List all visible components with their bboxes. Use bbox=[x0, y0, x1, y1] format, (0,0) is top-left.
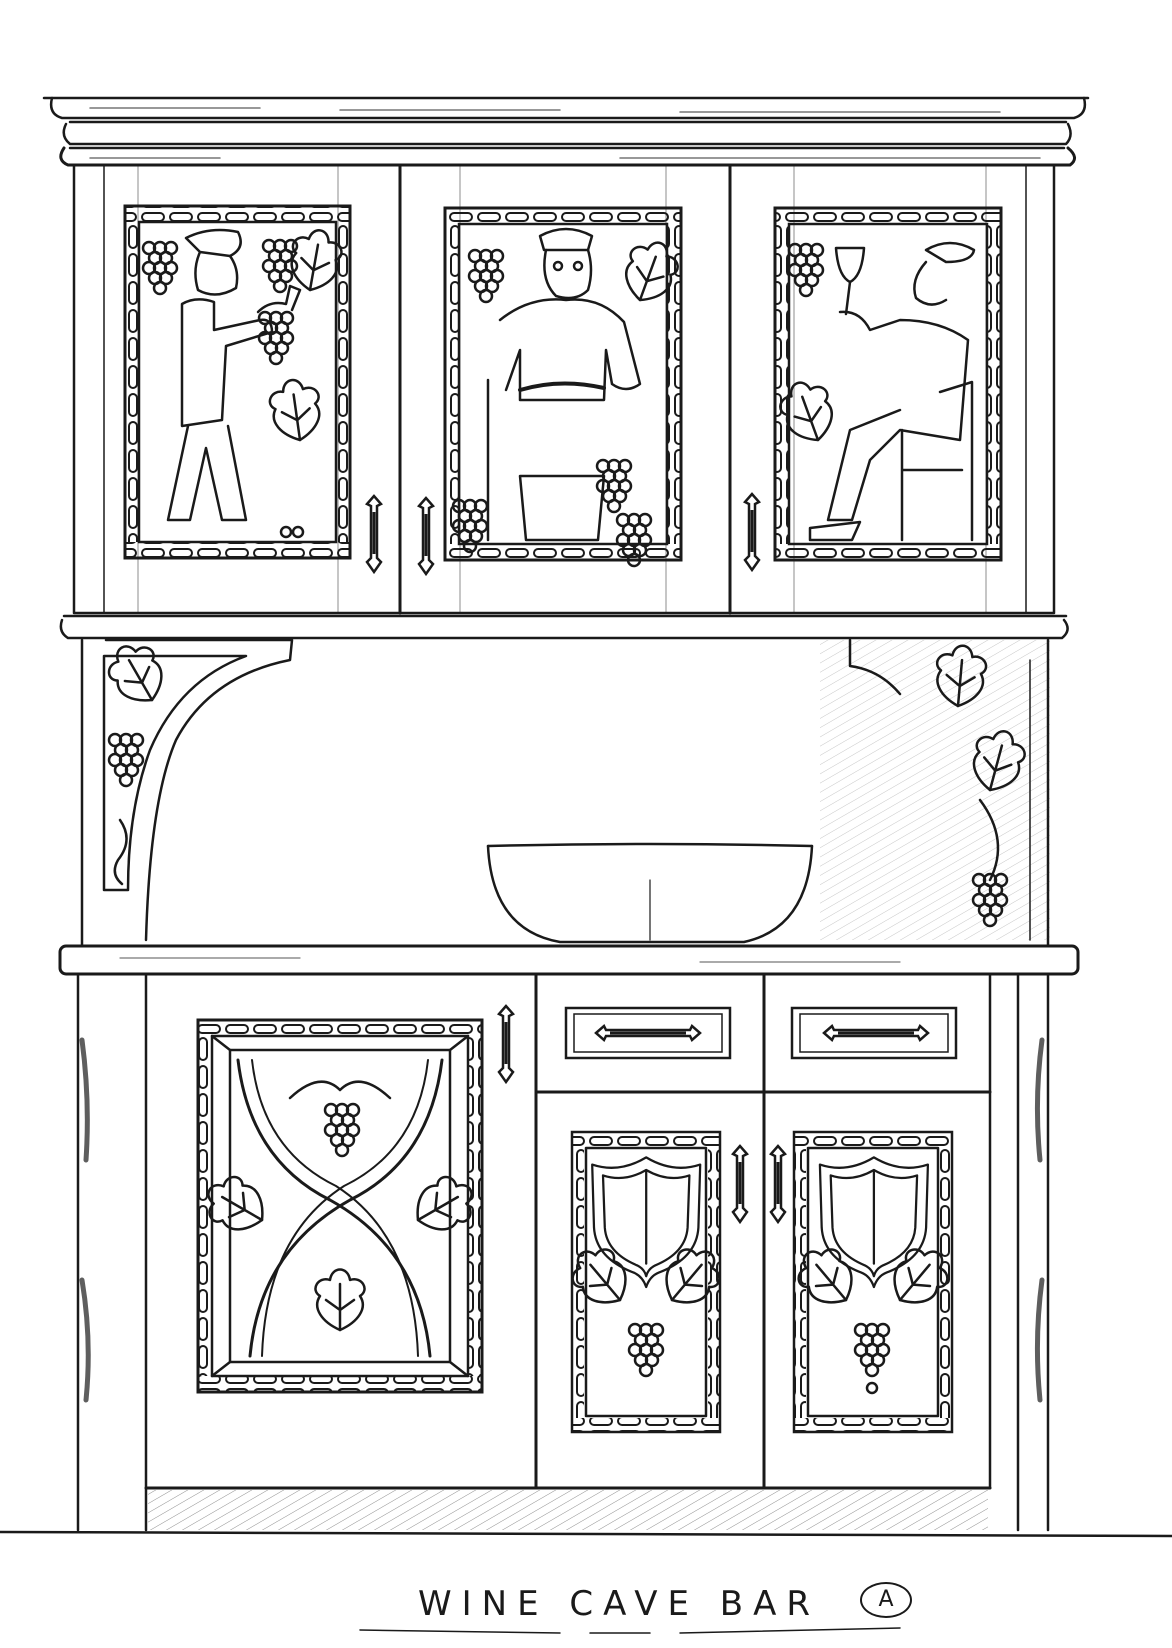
counter-top bbox=[58, 944, 1080, 976]
cornice bbox=[42, 96, 1090, 167]
floor-line bbox=[0, 1530, 1172, 1538]
hutch-back bbox=[80, 638, 1050, 948]
drawing-caption: WINE CAVE BAR A bbox=[0, 1578, 1172, 1638]
drawing-title: WINE CAVE BAR bbox=[418, 1584, 820, 1624]
upper-door-panel-vintner bbox=[123, 204, 383, 574]
sheet-mark-circle: A bbox=[860, 1582, 912, 1618]
lower-door-panel-shield-right bbox=[769, 1130, 959, 1434]
bowl-sink bbox=[486, 842, 814, 944]
lower-cabinet bbox=[76, 972, 1050, 1532]
caption-underline bbox=[359, 1627, 901, 1634]
upper-shelf-rail bbox=[59, 614, 1069, 640]
drawer-right[interactable] bbox=[790, 1006, 958, 1060]
lower-left-door-panel bbox=[196, 1004, 515, 1394]
right-corner-bracket bbox=[848, 638, 1031, 928]
upper-door-panel-taster bbox=[743, 206, 1003, 572]
left-corner-bracket bbox=[99, 634, 294, 942]
upper-door-panel-treader bbox=[417, 206, 685, 576]
lower-door-panel-shield-left bbox=[561, 1130, 749, 1434]
drawer-left[interactable] bbox=[564, 1006, 732, 1060]
